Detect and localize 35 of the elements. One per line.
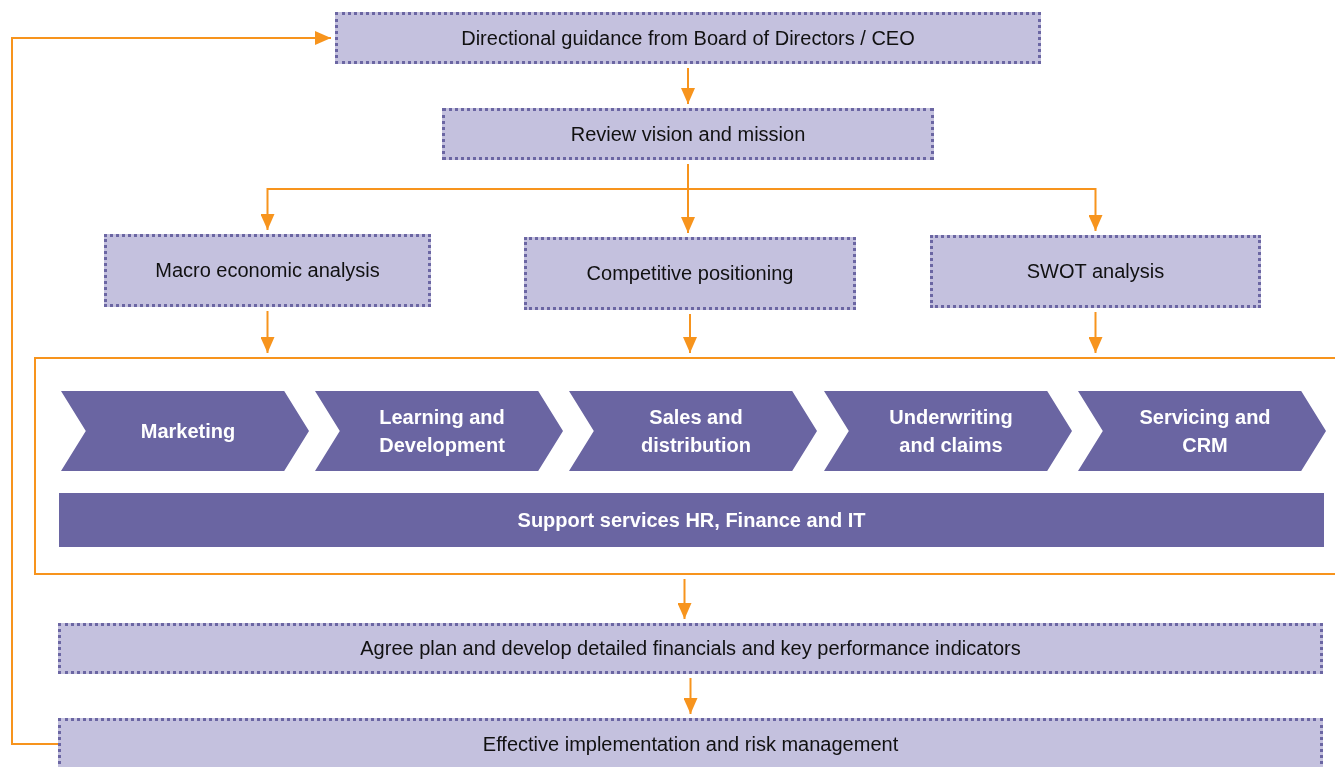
arrow — [681, 67, 695, 105]
box-label: Review vision and mission — [570, 122, 806, 146]
process-box — [524, 237, 856, 310]
step-label: Sales and distribution — [640, 405, 752, 458]
arrow — [11, 31, 332, 745]
process-box — [930, 235, 1261, 308]
box-label: Support services HR, Finance and IT — [517, 508, 866, 532]
process-box — [104, 234, 431, 307]
box-label: Competitive positioning — [586, 262, 794, 285]
chevron-step — [1078, 391, 1326, 471]
stage-frame — [34, 357, 1335, 575]
box-label: Effective implementation and risk management — [482, 732, 899, 756]
arrow — [683, 677, 698, 715]
chevron-step — [824, 391, 1072, 471]
arrow — [260, 310, 275, 354]
process-box — [58, 623, 1323, 674]
process-box — [335, 12, 1041, 64]
box-label: Directional guidance from Board of Directors / CEO — [461, 26, 915, 50]
arrow — [683, 313, 697, 354]
chevron-step — [569, 391, 817, 471]
support-bar — [59, 493, 1324, 547]
arrow — [1088, 311, 1103, 354]
arrow — [677, 578, 692, 620]
step-label: Underwriting and claims — [888, 405, 1014, 458]
step-label: Marketing — [139, 419, 237, 444]
box-label: Agree plan and develop detailed financials and key performance indicators — [360, 637, 1021, 660]
step-label: Servicing and CRM — [1138, 405, 1272, 458]
box-label: SWOT analysis — [1026, 260, 1165, 283]
process-box — [442, 108, 934, 160]
chevron-step — [61, 391, 309, 471]
process-box — [58, 718, 1323, 767]
chevron-step — [315, 391, 563, 471]
box-label: Macro economic analysis — [155, 259, 380, 282]
step-label: Learning and Development — [378, 405, 506, 458]
arrow — [687, 163, 1103, 232]
